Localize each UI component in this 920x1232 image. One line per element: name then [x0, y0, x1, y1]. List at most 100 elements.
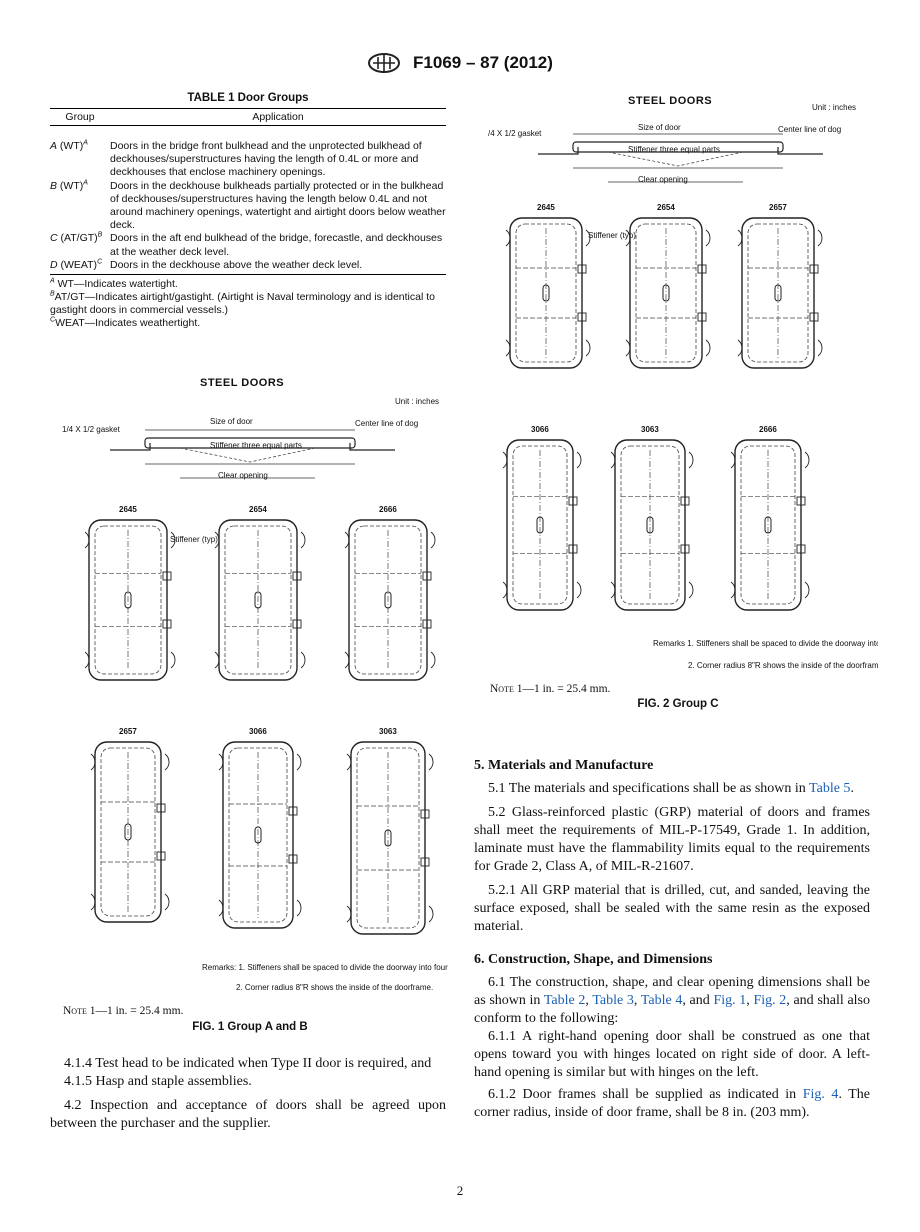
table-2-link[interactable]: Table 2: [543, 993, 586, 1008]
astm-logo-icon: [368, 53, 401, 73]
dog-arc: [214, 531, 220, 549]
dog-arc: [610, 451, 616, 469]
dog-arc: [296, 899, 302, 917]
door-frame: [629, 217, 703, 369]
figure-2: STEEL DOORS Unit : inches /4 X 1/2 gaske…: [478, 88, 878, 683]
door-frame: [350, 741, 426, 935]
table-row: C (AT/GT)B Doors in the aft end bulkhead…: [50, 232, 446, 258]
dog-arc: [164, 753, 170, 771]
fig2-stiffener-label: Stiffener three equal parts: [628, 145, 720, 154]
dog-arc: [625, 229, 631, 247]
hinge-icon: [697, 312, 707, 322]
door-section-frame: [144, 437, 356, 449]
hinge-icon: [577, 312, 587, 322]
table-row: B (WT)A Doors in the deckhouse bulkheads…: [50, 179, 446, 233]
paragraph-6-1-1: 6.1.1 A right-hand opening door shall be…: [474, 1029, 870, 1080]
dog-arc: [505, 229, 511, 247]
door-number: 2666: [379, 505, 397, 514]
footnote: CWEAT—Indicates weathertight.: [50, 316, 201, 330]
door-frame: [94, 741, 162, 923]
table-1: TABLE 1 Door Groups Group Application A …: [50, 92, 446, 330]
dog-arc: [346, 753, 352, 771]
left-body-text: 4.1.4 Test head to be indicated when Typ…: [50, 1055, 446, 1133]
door-number: 2654: [657, 203, 675, 212]
hinge-icon: [420, 809, 430, 819]
table-5-link[interactable]: Table 5: [809, 781, 851, 796]
fig2-section-view: [538, 133, 823, 183]
paragraph-5-2-1: 5.2.1 All GRP material that is drilled, …: [474, 883, 870, 934]
hinge-icon: [288, 854, 298, 864]
hinge-icon: [680, 544, 690, 554]
door-inner-outline: [354, 525, 422, 675]
door-inner-outline: [747, 223, 809, 363]
dimension-line: [573, 133, 783, 183]
dog-arc: [804, 581, 810, 599]
door-frame: [88, 519, 168, 681]
door-number: 2657: [769, 203, 787, 212]
dog-arc: [170, 651, 176, 669]
door-handle: [764, 516, 772, 534]
hinge-icon: [577, 264, 587, 274]
door-inner-outline: [356, 747, 420, 929]
dog-arc: [576, 581, 582, 599]
door-section-flange: [538, 147, 823, 155]
table-4-link[interactable]: Table 4: [640, 993, 683, 1008]
group-cell: B (WT)A: [50, 179, 88, 192]
dog-arc: [84, 531, 90, 549]
dog-arc: [688, 581, 694, 599]
hinge-icon: [292, 571, 302, 581]
fig2-size-label: Size of door: [638, 123, 681, 132]
door-section-flange: [110, 443, 395, 451]
fig2-remarks-1: Remarks 1. Stiffeners shall be spaced to…: [653, 639, 878, 648]
dog-arc: [344, 651, 350, 669]
fig1-section-view: [110, 429, 395, 479]
door-frame: [222, 741, 294, 929]
dog-arc: [804, 451, 810, 469]
door-frame: [506, 439, 574, 611]
stiffener-line: [607, 151, 744, 167]
paragraph-4-2: 4.2 Inspection and acceptance of doors s…: [50, 1098, 446, 1131]
dog-arc: [625, 339, 631, 357]
door-handle: [646, 516, 654, 534]
door-handle: [542, 284, 550, 302]
fig2-stiffener-typ-label: Stiffener (typ): [588, 231, 636, 240]
dog-arc: [737, 339, 743, 357]
dog-arc: [688, 451, 694, 469]
fig-2-link[interactable]: Fig. 2: [753, 993, 787, 1008]
door-handle: [124, 823, 132, 841]
dog-arc: [585, 229, 591, 247]
table-3-link[interactable]: Table 3: [592, 993, 634, 1008]
table-1-caption: TABLE 1 Door Groups: [187, 92, 309, 104]
fig-4-link[interactable]: Fig. 4: [802, 1087, 839, 1102]
door-inner-outline: [94, 525, 162, 675]
hinge-icon: [162, 619, 172, 629]
hinge-icon: [796, 544, 806, 554]
hinge-icon: [422, 571, 432, 581]
col-group-header: Group: [50, 108, 110, 126]
dog-arc: [170, 531, 176, 549]
dog-arc: [730, 581, 736, 599]
hinge-icon: [680, 496, 690, 506]
dog-arc: [502, 451, 508, 469]
application-cell: Doors in the aft end bulkhead of the bri…: [110, 232, 443, 258]
door-handle: [254, 591, 262, 609]
fig2-unit: Unit : inches: [812, 103, 856, 112]
dog-arc: [610, 581, 616, 599]
paragraph-4-1-5: 4.1.5 Hasp and staple assemblies.: [64, 1074, 252, 1089]
paragraph-6-1: 6.1 The construction, shape, and clear o…: [474, 975, 870, 1026]
stiffener-line: [179, 447, 316, 463]
group-cell: D (WEAT)C: [50, 258, 110, 276]
group-cell: A (WT)A: [50, 139, 88, 153]
door-frame: [218, 519, 298, 681]
fig2-caption: FIG. 2 Group C: [637, 698, 719, 710]
dog-arc: [90, 753, 96, 771]
door-handle: [536, 516, 544, 534]
fig1-unit: Unit : inches: [395, 397, 439, 406]
dog-arc: [90, 893, 96, 911]
door-number: 2657: [119, 727, 137, 736]
dog-arc: [300, 531, 306, 549]
dog-arc: [817, 229, 823, 247]
fig1-size-label: Size of door: [210, 417, 253, 426]
fig-1-link[interactable]: Fig. 1: [713, 993, 747, 1008]
